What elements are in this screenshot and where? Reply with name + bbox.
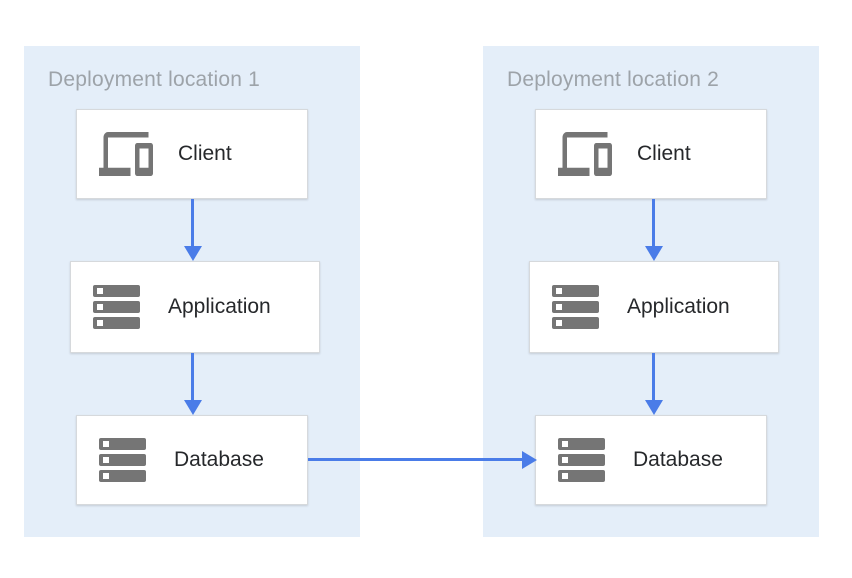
arrow-shaft (652, 353, 655, 402)
server-stack-icon (93, 285, 140, 329)
node-application-1: Application (70, 261, 320, 353)
node-application-2: Application (529, 261, 779, 353)
zone-deployment-location-2: Deployment location 2 Client App (483, 46, 819, 537)
node-label: Database (633, 448, 723, 471)
node-client-1: Client (76, 109, 308, 199)
arrow-head-down-icon (645, 400, 663, 415)
node-label: Client (637, 142, 691, 165)
node-database-2: Database (535, 415, 767, 505)
node-label: Application (168, 295, 271, 318)
zone-title-1: Deployment location 1 (48, 68, 260, 91)
zone-title-2: Deployment location 2 (507, 68, 719, 91)
node-client-2: Client (535, 109, 767, 199)
arrow-head-down-icon (184, 246, 202, 261)
arrow-head-down-icon (645, 246, 663, 261)
devices-icon (558, 132, 612, 176)
server-stack-icon (558, 438, 605, 482)
arrow-client2-to-application2 (645, 199, 663, 261)
server-stack-icon (99, 438, 146, 482)
arrow-shaft (191, 199, 194, 248)
arrow-head-right-icon (522, 451, 537, 469)
arrow-head-down-icon (184, 400, 202, 415)
node-label: Database (174, 448, 264, 471)
server-stack-icon (552, 285, 599, 329)
node-database-1: Database (76, 415, 308, 505)
arrow-application2-to-database2 (645, 353, 663, 415)
arrow-shaft (191, 353, 194, 402)
devices-icon (99, 132, 153, 176)
arrow-client1-to-application1 (184, 199, 202, 261)
zone-deployment-location-1: Deployment location 1 Client App (24, 46, 360, 537)
arrow-shaft (652, 199, 655, 248)
arrow-shaft (308, 458, 524, 461)
arrow-database1-to-database2 (308, 451, 537, 469)
arrow-application1-to-database1 (184, 353, 202, 415)
node-label: Client (178, 142, 232, 165)
node-label: Application (627, 295, 730, 318)
